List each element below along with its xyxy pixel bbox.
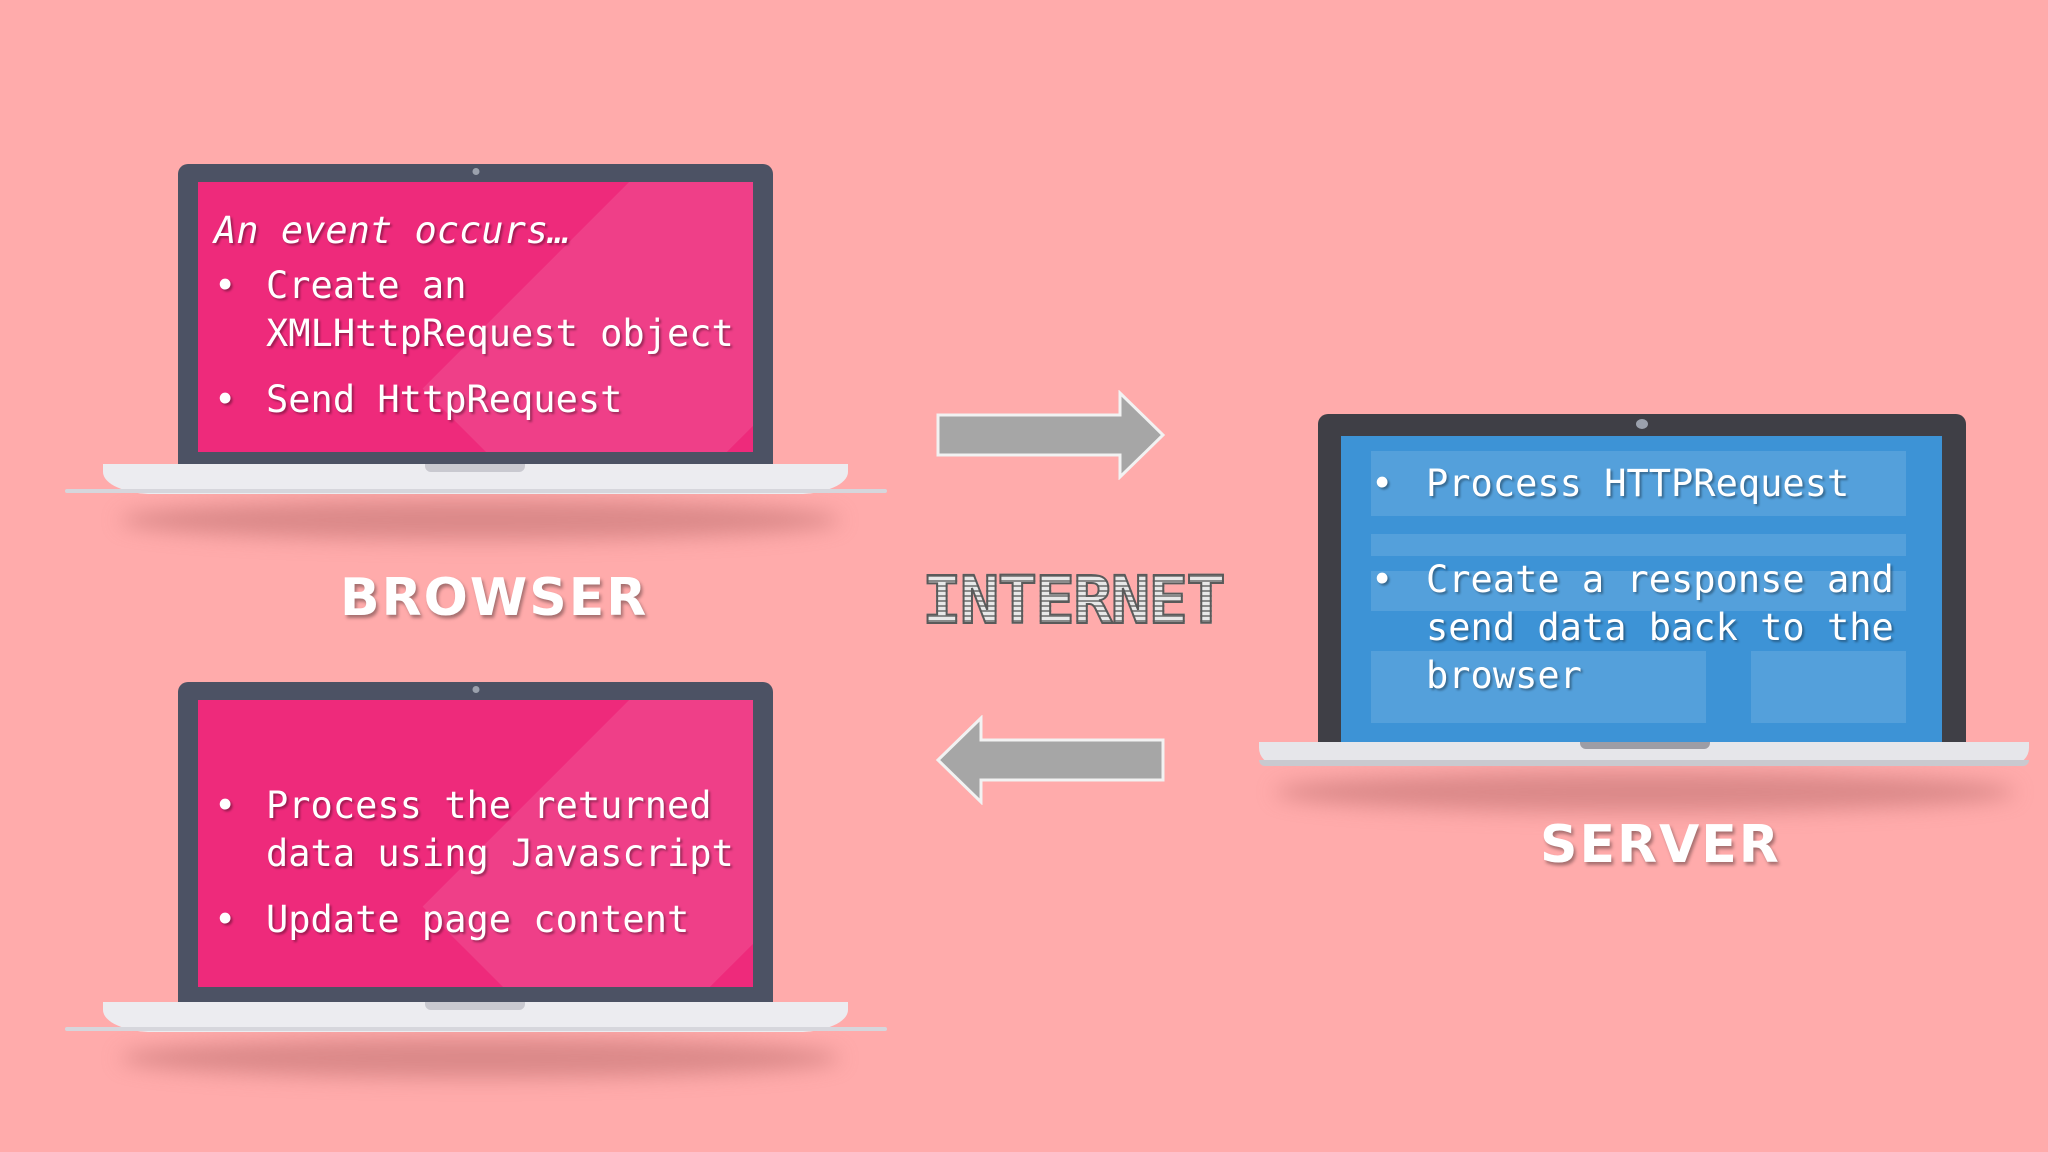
- screen-panel: [1371, 534, 1906, 556]
- laptop-base-edge: [65, 489, 887, 493]
- laptop-base-edge: [1259, 760, 2029, 766]
- server-label: SERVER: [1540, 815, 1781, 875]
- webcam-icon: [472, 168, 479, 175]
- laptop-shadow: [1275, 772, 2015, 812]
- bullet-process-http: Process HTTPRequest: [1426, 462, 1850, 505]
- bullet-create-response: Create a response and send data back to …: [1426, 558, 1894, 697]
- bullet-create-request: Create an XMLHttpRequest object: [266, 264, 734, 355]
- response-arrow-icon: [935, 715, 1165, 805]
- bullet-send-request: Send HttpRequest: [266, 378, 623, 421]
- laptop-base-edge: [65, 1027, 887, 1031]
- webcam-icon: [1636, 419, 1648, 429]
- bullet-icon: •: [214, 264, 237, 307]
- bullet-icon: •: [214, 378, 237, 421]
- laptop-base: [1259, 742, 2029, 764]
- laptop-screen: • Process the returned data using Javasc…: [198, 700, 753, 987]
- internet-label: INTERNET: [921, 561, 1227, 640]
- event-heading: An event occurs…: [214, 209, 571, 252]
- laptop-screen: An event occurs… • Create an XMLHttpRequ…: [198, 182, 753, 452]
- bullet-process-data: Process the returned data using Javascri…: [266, 784, 734, 875]
- screen-panel: [1751, 651, 1906, 723]
- bullet-icon: •: [214, 784, 237, 827]
- server-laptop: • Process HTTPRequest • Create a respons…: [1255, 412, 2035, 832]
- laptop-shadow: [120, 1038, 840, 1078]
- webcam-icon: [472, 686, 479, 693]
- laptop-notch: [425, 1002, 525, 1010]
- browser-laptop-top: An event occurs… • Create an XMLHttpRequ…: [60, 160, 900, 560]
- bullet-icon: •: [214, 898, 237, 941]
- bullet-icon: •: [1371, 462, 1394, 505]
- laptop-screen: • Process HTTPRequest • Create a respons…: [1341, 436, 1942, 742]
- laptop-notch: [1580, 742, 1710, 749]
- bullet-update-page: Update page content: [266, 898, 690, 941]
- screen-panel: [1371, 571, 1906, 611]
- screen-panel: [1371, 651, 1706, 723]
- laptop-notch: [425, 464, 525, 472]
- laptop-lid: • Process HTTPRequest • Create a respons…: [1318, 414, 1966, 742]
- laptop-lid: • Process the returned data using Javasc…: [178, 682, 773, 1002]
- browser-laptop-bottom: • Process the returned data using Javasc…: [60, 678, 900, 1098]
- request-arrow-icon: [936, 390, 1166, 480]
- browser-label: BROWSER: [340, 568, 649, 628]
- screen-panel: [1371, 451, 1906, 516]
- laptop-lid: An event occurs… • Create an XMLHttpRequ…: [178, 164, 773, 464]
- laptop-shadow: [120, 500, 840, 540]
- bullet-icon: •: [1371, 558, 1394, 601]
